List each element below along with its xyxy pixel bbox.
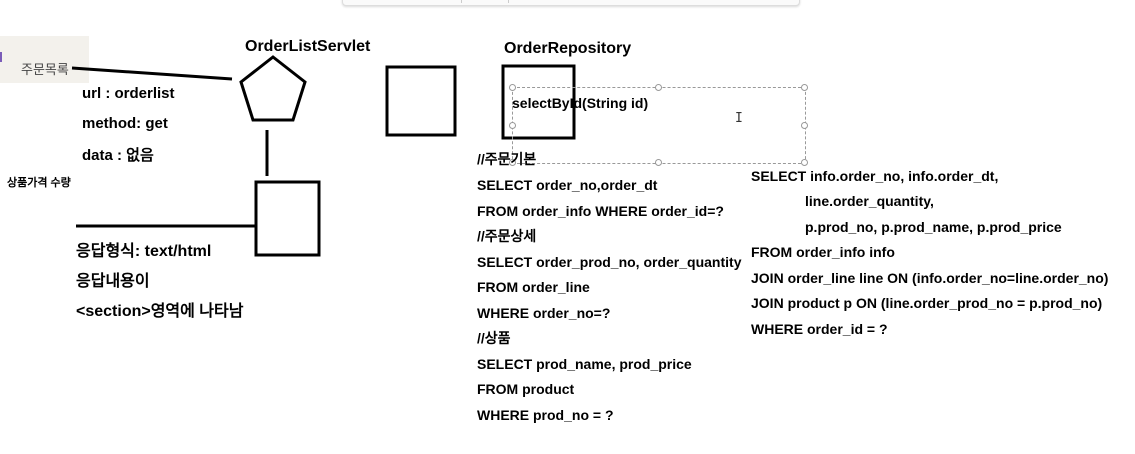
resize-handle[interactable] (509, 122, 516, 129)
query-line: WHERE order_no=? (477, 305, 611, 321)
query-line: JOIN order_line line ON (info.order_no=l… (751, 270, 1109, 286)
resize-handle[interactable] (801, 84, 808, 91)
top-toolbar[interactable] (342, 0, 800, 6)
query-line: SELECT order_prod_no, order_quantity (477, 254, 742, 270)
query-line: WHERE prod_no = ? (477, 407, 614, 423)
repository-box (501, 64, 576, 140)
repository-title: OrderRepository (504, 40, 632, 57)
page-tab[interactable]: 주문목록 (0, 36, 89, 83)
servlet-pentagon (239, 55, 307, 122)
connector-tab-servlet (71, 66, 233, 81)
response-section: <section>영역에 나타남 (76, 303, 244, 320)
query-line: JOIN product p ON (line.order_prod_no = … (751, 295, 1103, 311)
query-line: SELECT info.order_no, info.order_dt, (751, 168, 999, 184)
servlet-title: OrderListServlet (245, 38, 371, 55)
query-line: SELECT prod_name, prod_price (477, 356, 692, 372)
text-selection-frame[interactable] (509, 84, 808, 166)
resize-handle[interactable] (655, 159, 662, 166)
response-content: 응답내용이 (76, 273, 150, 290)
resize-handle[interactable] (655, 84, 662, 91)
query-line: FROM product (477, 381, 575, 397)
servlet-method: method: get (82, 115, 168, 132)
resize-handle[interactable] (509, 84, 516, 91)
resize-handle[interactable] (509, 159, 516, 166)
toolbar-segment[interactable] (463, 0, 509, 3)
query-line: FROM order_info info (751, 244, 895, 260)
toolbar-segment[interactable] (343, 0, 462, 3)
view-box (254, 180, 321, 257)
query-line: WHERE order_id = ? (751, 321, 888, 337)
query-line: //주문기본 (477, 151, 537, 167)
service-box (385, 65, 457, 137)
servlet-url: url : orderlist (82, 85, 175, 102)
query-line: p.prod_no, p.prod_name, p.prod_price (805, 219, 1062, 235)
query-line: //상품 (477, 330, 511, 346)
repository-method: selectById(String id) (512, 95, 649, 111)
query-line: SELECT order_no,order_dt (477, 177, 658, 193)
response-format: 응답형식: text/html (76, 243, 212, 260)
servlet-data: data : 없음 (82, 147, 154, 164)
query-line: FROM order_line (477, 279, 590, 295)
text-cursor-icon: I (735, 111, 743, 126)
query-line: //주문상세 (477, 228, 537, 244)
query-line: FROM order_info WHERE order_id=? (477, 203, 724, 219)
page-tab-label: 주문목록 (21, 62, 69, 77)
tab-marker (0, 52, 2, 62)
resize-handle[interactable] (801, 159, 808, 166)
small-note: 상품가격 수량 (7, 177, 71, 189)
query-line: line.order_quantity, (805, 193, 934, 209)
resize-handle[interactable] (801, 122, 808, 129)
